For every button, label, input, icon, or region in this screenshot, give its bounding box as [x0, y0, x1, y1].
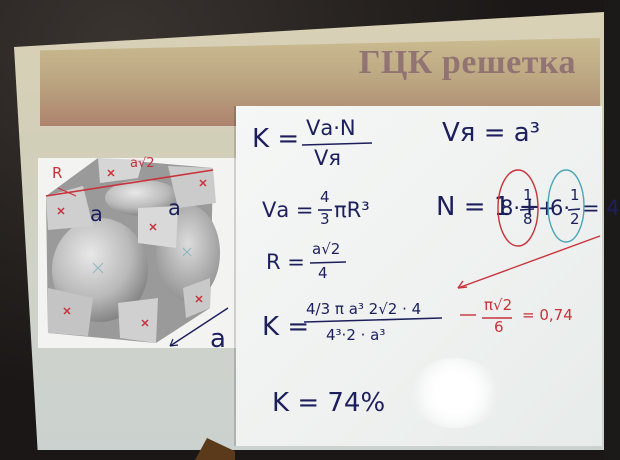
highlight-circle-red: [497, 169, 539, 247]
va-frac-den: 3: [320, 210, 330, 228]
r-lhs: R =: [266, 250, 305, 274]
r-numerator: a√2: [312, 240, 341, 258]
edge-label-right: a: [168, 196, 181, 220]
face-diagonal-line: [45, 169, 214, 197]
kcalc-result: = 0,74: [522, 306, 573, 324]
va-lhs: Vа =: [262, 198, 314, 222]
fcc-cube-illustration: R a√2 a a: [38, 156, 238, 348]
face-diagonal-label: a√2: [130, 156, 155, 171]
n-plus: +: [538, 196, 556, 220]
k-def-denominator: Vя: [314, 146, 341, 170]
kcalc-result-numerator: π√2: [484, 296, 513, 314]
fcc-cube-drawing: [38, 158, 238, 348]
kcalc-lhs: K =: [262, 312, 310, 342]
projector-glare: [410, 358, 500, 428]
kcalc-result-denominator: 6: [494, 318, 504, 336]
r-denominator: 4: [318, 264, 328, 282]
k-def-numerator: Vа·N: [306, 116, 356, 140]
n-eight: 8·: [500, 196, 521, 220]
cell-volume-formula: Vя = a³: [442, 118, 541, 148]
va-rest: πR³: [334, 198, 370, 222]
edge-label-left: a: [90, 202, 103, 226]
n-f1-den: 8: [523, 210, 533, 228]
kcalc-denominator: 4³·2 · a³: [326, 326, 386, 344]
highlight-circle-teal: [547, 169, 585, 243]
radius-label: R: [52, 164, 63, 182]
va-frac-num: 4: [320, 188, 330, 206]
n-equals: = 4: [582, 196, 620, 220]
n-lhs: N = 1 +: [436, 192, 541, 222]
slide-title: ГЦК решетка: [358, 44, 576, 81]
n-f1-num: 1: [523, 186, 533, 204]
atom-marks: [57, 169, 207, 327]
edge-label-bottom: a: [210, 324, 226, 354]
n-six: 6·: [550, 196, 571, 220]
handwriting-strokes: [301, 142, 601, 323]
kcalc-numerator: 4/3 π a³ 2√2 · 4: [306, 300, 422, 318]
k-def-lhs: K =: [252, 124, 300, 154]
n-f2-den: 2: [570, 210, 580, 228]
final-answer: K = 74%: [272, 388, 386, 418]
n-f2-num: 1: [570, 186, 580, 204]
reference-arrow: [457, 235, 601, 319]
